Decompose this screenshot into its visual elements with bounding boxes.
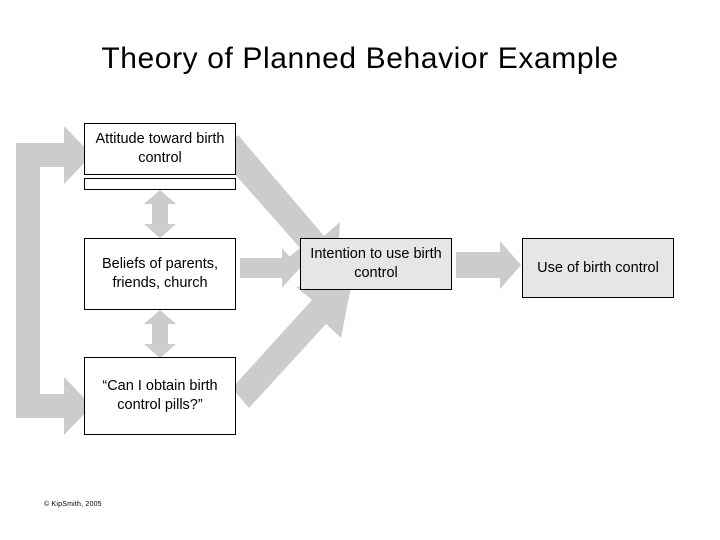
edge-attitude-control-bracket xyxy=(16,126,92,435)
node-use[interactable]: Use of birth control xyxy=(522,238,674,298)
edge-beliefs-to-intention xyxy=(240,248,300,288)
copyright-credit: © KipSmith, 2005 xyxy=(44,501,102,508)
page-title: Theory of Planned Behavior Example xyxy=(101,42,619,75)
edge-intention-to-use xyxy=(456,241,521,289)
node-attitude[interactable]: Attitude toward birth control xyxy=(84,123,236,175)
edge-attitude-beliefs-link xyxy=(144,190,176,238)
node-perceived-control[interactable]: “Can I obtain birth control pills?” xyxy=(84,357,236,435)
node-intention[interactable]: Intention to use birth control xyxy=(300,238,452,290)
edge-beliefs-control-link xyxy=(144,310,176,358)
node-attitude-strip xyxy=(84,178,236,190)
edge-control-to-intention xyxy=(232,281,352,408)
node-beliefs[interactable]: Beliefs of parents, friends, church xyxy=(84,238,236,310)
